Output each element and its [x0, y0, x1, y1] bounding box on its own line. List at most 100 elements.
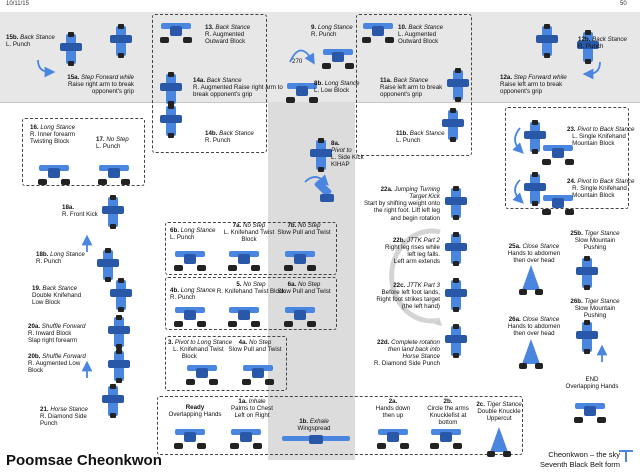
figure-11a — [447, 68, 469, 102]
figure-22a — [445, 186, 467, 220]
figure-8a — [310, 138, 332, 172]
arrow-8a — [304, 174, 329, 186]
figure-23a — [524, 120, 546, 154]
arrow-jump — [389, 228, 441, 324]
figure-25a — [519, 265, 543, 295]
figure-end — [574, 403, 606, 423]
group-box-16-17 — [22, 118, 145, 186]
figure-26a — [519, 339, 543, 369]
figure-2a — [377, 429, 409, 449]
figure-23b — [542, 145, 574, 165]
figure-25b — [576, 256, 598, 290]
arrow-9 — [289, 49, 315, 65]
label-270: 270 — [292, 58, 303, 65]
figure-9 — [322, 49, 354, 69]
figure-6b — [174, 251, 206, 271]
form-title: Poomsae Cheonkwon — [6, 452, 162, 469]
figure-2b — [430, 429, 462, 449]
figure-14a — [160, 72, 182, 106]
figure-19 — [110, 278, 132, 312]
figure-20b — [108, 349, 130, 383]
figure-11b — [442, 108, 464, 142]
figure-8b — [286, 83, 318, 103]
figure-22b — [445, 232, 467, 266]
figure-21 — [102, 384, 124, 418]
header-date: 10/11/15 — [6, 1, 29, 7]
figure-2c — [487, 427, 511, 457]
group-box-opening — [157, 396, 523, 455]
figure-17 — [98, 165, 130, 185]
arrow-15 — [37, 59, 56, 78]
arrow-23 — [512, 127, 524, 154]
form-subtitle-1: Cheonkwon – the sky — [548, 450, 620, 459]
figure-22c — [445, 278, 467, 312]
group-box-3-4a — [165, 336, 287, 391]
group-box-6-7 — [165, 222, 337, 275]
figure-7b — [284, 251, 316, 271]
label-18a: 18a.R. Front Kick — [62, 204, 98, 219]
center-corridor — [268, 102, 355, 460]
header-page: 50 — [620, 1, 627, 7]
figure-14b — [160, 104, 182, 138]
figure-4a — [242, 365, 274, 385]
figure-22d — [445, 324, 467, 358]
figure-7a — [228, 251, 260, 271]
arrow-jump-head — [434, 320, 442, 326]
form-subtitle-2: Seventh Black Belt form — [539, 460, 620, 469]
figure-10 — [362, 23, 394, 43]
arrow-12 — [582, 61, 601, 80]
group-box-23-24 — [505, 107, 629, 209]
figure-5 — [228, 307, 260, 327]
figure-16 — [38, 165, 70, 185]
figure-18a — [102, 195, 124, 229]
figure-12b — [536, 24, 558, 58]
figure-6a — [284, 307, 316, 327]
group-box-10-11 — [356, 14, 472, 156]
figure-24a — [524, 172, 546, 206]
figure-26b — [576, 320, 598, 354]
figure-24b — [542, 195, 574, 215]
top-band — [0, 12, 640, 103]
label-24: 24. Pivot to Back Stance R. Single Knife… — [567, 178, 635, 200]
figure-1a — [230, 429, 262, 449]
figure-12a — [577, 30, 599, 64]
